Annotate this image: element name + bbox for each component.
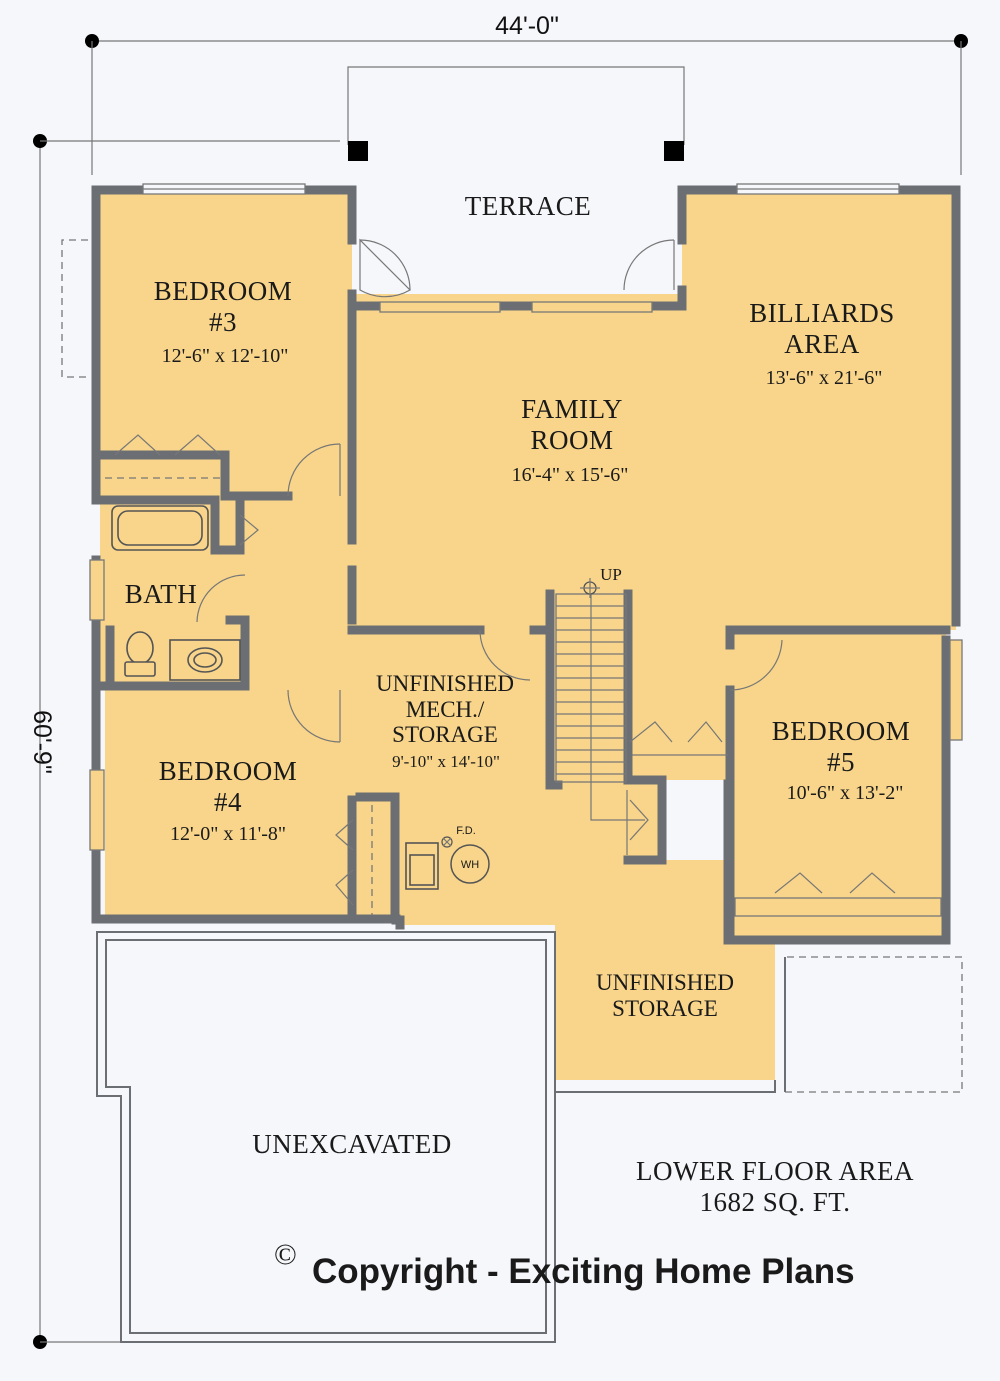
mech-label-line3: STORAGE xyxy=(392,722,498,747)
bedroom5-label: BEDROOM xyxy=(772,716,911,746)
depth-dimension-label: 60'-9" xyxy=(28,710,56,774)
terrace-outline xyxy=(347,66,685,161)
bath-fixtures xyxy=(111,505,241,681)
copyright-text: Copyright - Exciting Home Plans xyxy=(312,1252,855,1291)
unexcavated-label: UNEXCAVATED xyxy=(252,1129,452,1159)
bath-label: BATH xyxy=(125,579,198,609)
mech-label: UNFINISHED xyxy=(376,671,514,696)
family-room-size: 16'-4" x 15'-6" xyxy=(512,464,629,486)
family-room-label: FAMILY xyxy=(521,394,623,424)
mech-label-line2: MECH./ xyxy=(406,697,485,722)
bedroom5-size: 10'-6" x 13'-2" xyxy=(787,782,904,804)
mechanical-fixtures xyxy=(405,836,490,890)
storage-label: UNFINISHED xyxy=(596,970,734,995)
doors xyxy=(196,238,783,743)
floor-area-value: 1682 SQ. FT. xyxy=(699,1187,850,1217)
family-room-label-line2: ROOM xyxy=(530,425,613,455)
bedroom5-number: #5 xyxy=(827,747,855,777)
storage-label-line2: STORAGE xyxy=(612,996,718,1021)
mech-size: 9'-10" x 14'-10" xyxy=(392,752,500,771)
floor-drain-label: F.D. xyxy=(456,825,476,837)
walls xyxy=(91,185,961,945)
bedroom3-label: BEDROOM xyxy=(154,276,293,306)
closet-doors xyxy=(105,434,942,917)
bedroom3-number: #3 xyxy=(209,307,237,337)
water-heater-icon xyxy=(450,844,490,884)
floor-drain-icon xyxy=(441,836,453,848)
floor-area-label: LOWER FLOOR AREA xyxy=(636,1156,914,1186)
terrace-label: TERRACE xyxy=(465,191,592,221)
dimension-lines xyxy=(33,34,968,1349)
water-heater-label: WH xyxy=(461,859,479,871)
billiards-label: BILLIARDS xyxy=(749,298,895,328)
room-fills xyxy=(96,190,956,1080)
unexcavated-outline xyxy=(61,239,963,1343)
width-dimension-label: 44'-0" xyxy=(495,12,559,40)
billiards-label-line2: AREA xyxy=(784,329,860,359)
bedroom3-size: 12'-6" x 12'-10" xyxy=(162,345,289,367)
bedroom4-size: 12'-0" x 11'-8" xyxy=(170,823,286,845)
windows xyxy=(89,183,963,851)
post-right-icon xyxy=(664,141,684,161)
toilet-icon xyxy=(126,631,154,665)
stairs xyxy=(555,578,649,855)
stairs-up-label: UP xyxy=(600,565,622,584)
bedroom4-number: #4 xyxy=(214,787,242,817)
copyright-symbol: © xyxy=(274,1238,297,1271)
bedroom4-label: BEDROOM xyxy=(159,756,298,786)
post-left-icon xyxy=(348,141,368,161)
billiards-size: 13'-6" x 21'-6" xyxy=(766,367,883,389)
